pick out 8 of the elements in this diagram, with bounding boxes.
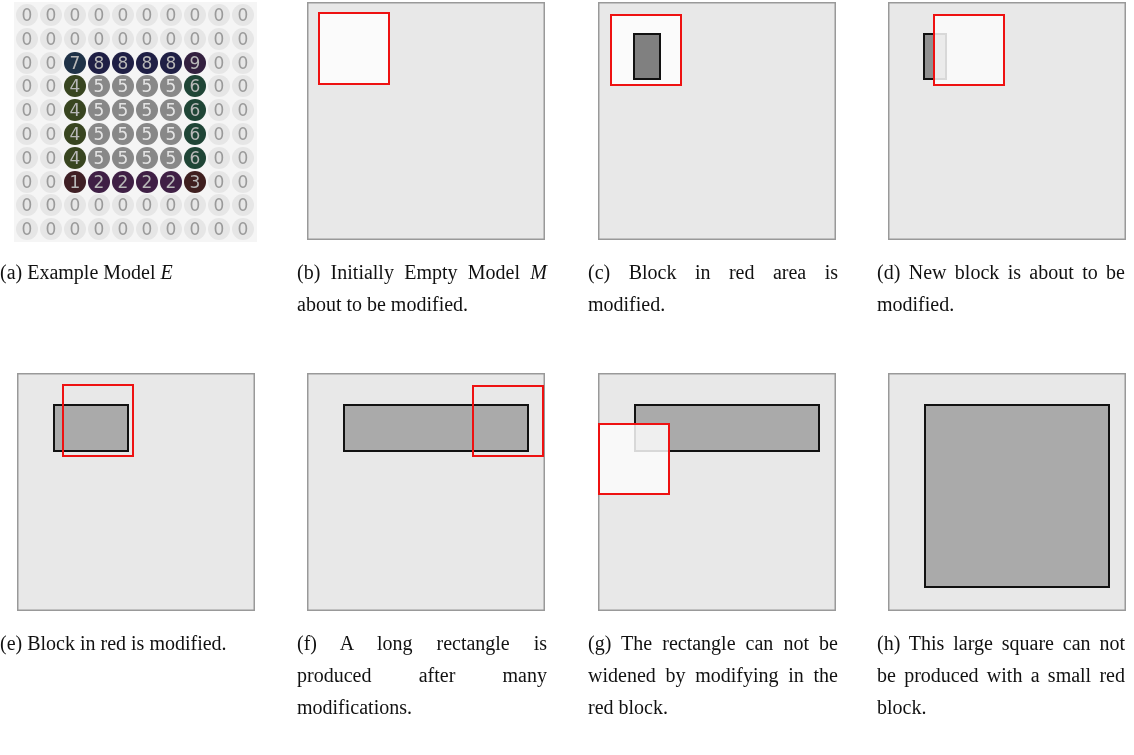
panel-caption: (e) Block in red is modified. <box>0 631 228 657</box>
panel-caption: (a) Example Model E <box>0 260 174 286</box>
panel-caption: (h) This large square can not be produced with a small red block. <box>877 631 1125 720</box>
panel-caption: (c) Block in red area is modified. <box>588 260 838 317</box>
panel-caption: (g) The rectangle can not be widened by modifying in the red block. <box>588 631 838 720</box>
panel-caption: (f) A long rectangle is produced after many modifications. <box>297 631 547 720</box>
panel-caption: (d) New block is about to be modified. <box>877 260 1125 317</box>
panel-caption: (b) Initially Empty Model M about to be modified. <box>297 260 547 317</box>
